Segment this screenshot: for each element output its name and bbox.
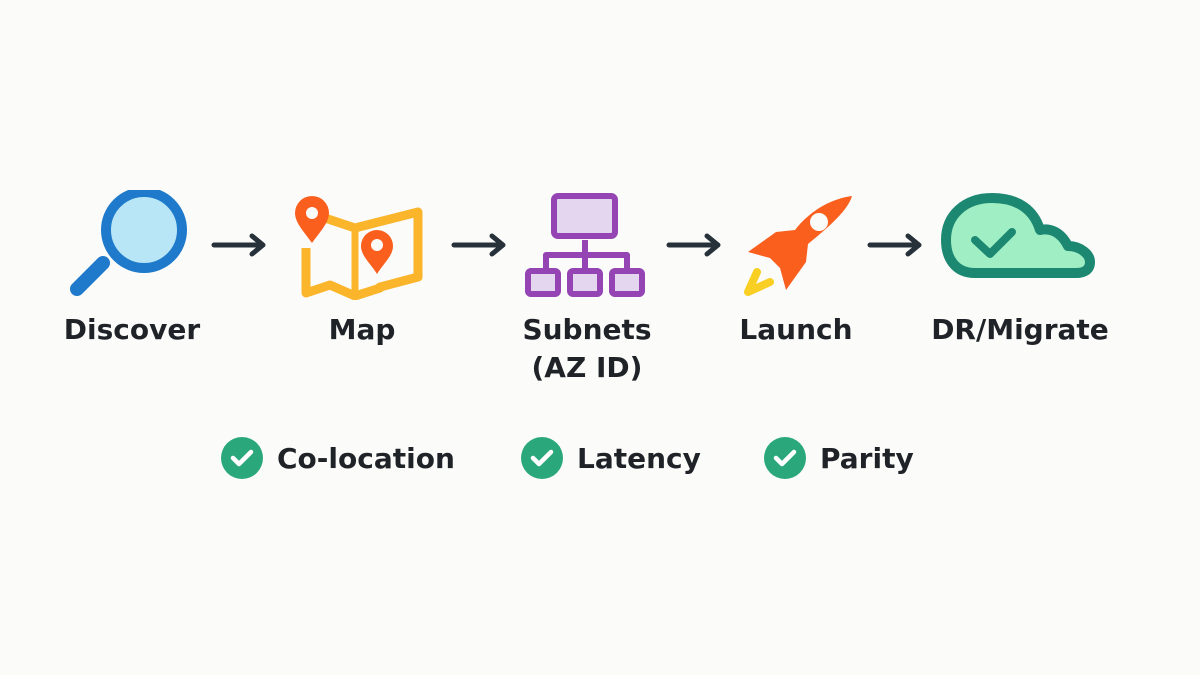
check-circle-icon [764,437,806,479]
check-circle-icon [221,437,263,479]
arrow-right-icon [867,233,922,257]
step-label-subnets: Subnets (AZ ID) [522,311,651,387]
network-icon [525,193,645,297]
arrow-right-icon [451,233,506,257]
cloud-check-icon [941,193,1095,278]
check-label: Parity [820,441,914,475]
check-label: Co-location [277,441,455,475]
check-item-co-location: Co-location [221,437,455,479]
subnets-label: Subnets [522,313,652,346]
arrow-right-icon [666,233,721,257]
check-circle-icon [521,437,563,479]
magnifier-icon [70,190,187,296]
subnets-sublabel: (AZ ID) [531,351,643,384]
step-label-map: Map [328,313,396,346]
rocket-icon [744,196,852,296]
check-item-latency: Latency [521,437,701,479]
step-label-dr-migrate: DR/Migrate [931,313,1109,346]
step-label-launch: Launch [739,313,853,346]
map-icon [295,196,423,300]
check-label: Latency [577,441,701,475]
check-item-parity: Parity [764,437,914,479]
step-label-discover: Discover [63,313,201,346]
arrow-right-icon [211,233,266,257]
